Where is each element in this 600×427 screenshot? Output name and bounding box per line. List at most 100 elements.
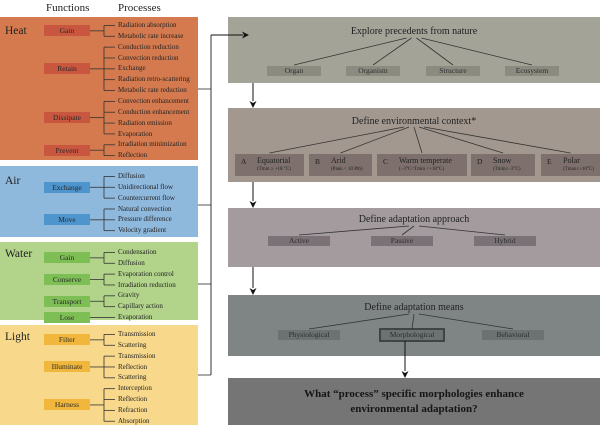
process-item: Absorption <box>118 416 150 425</box>
explore-precedents-panel: Explore precedents from nature Organ Orga… <box>228 17 600 83</box>
function-box-move: Move <box>44 214 90 226</box>
process-item: Velocity gradient <box>118 226 167 235</box>
function-box-transport: Transport <box>44 295 90 307</box>
question-line-1: What “process” specific morphologies enh… <box>304 388 524 400</box>
climate-zone-condition: (Tmin≤−3°C) <box>493 167 521 172</box>
process-item: Evaporation <box>118 129 153 138</box>
adaptation-means-panel: Define adaptation means Physiological Mor… <box>228 295 600 356</box>
function-box-conserve: Conserve <box>44 274 90 286</box>
climate-zone-letter: D <box>477 157 483 166</box>
climate-zone-condition: (Tmax≤+10°C) <box>563 167 594 172</box>
process-item: Convection reduction <box>118 53 179 62</box>
category-panel-light: Light <box>0 325 198 425</box>
process-item: Pressure difference <box>118 215 172 224</box>
process-item: Radiation absorption <box>118 21 177 29</box>
category-panel-water: Water <box>0 242 198 320</box>
category-panel-air: Air <box>0 166 198 237</box>
explore-option-structure: Structure <box>426 66 480 76</box>
climate-zone-warm-temperate: C Warm temperate (−3°C<Tmin <+18°C) <box>377 154 467 176</box>
process-item: Transmission <box>118 330 156 338</box>
climate-zone-letter: B <box>315 157 321 166</box>
functions-column-header: Functions <box>46 2 90 14</box>
explore-title: Explore precedents from nature <box>350 26 478 37</box>
function-box-retain: Retain <box>44 63 90 75</box>
process-item: Irradiation reduction <box>118 280 176 289</box>
processes-column-header: Processes <box>118 2 161 14</box>
process-item: Scattering <box>118 373 147 382</box>
process-item: Scattering <box>118 340 147 349</box>
process-item: Conduction enhancement <box>118 107 190 116</box>
climate-zone-snow: D Snow (Tmin≤−3°C) <box>471 154 535 176</box>
climate-zone-polar: E Polar (Tmax≤+10°C) <box>541 154 600 176</box>
category-panel-heat: Heat <box>0 17 198 160</box>
means-title: Define adaptation means <box>364 302 464 313</box>
process-item: Irradiation minimization <box>118 140 187 149</box>
process-item: Unidirectional flow <box>118 182 174 191</box>
category-label: Water <box>5 248 33 260</box>
process-item: Condensation <box>118 248 157 256</box>
process-item: Interception <box>118 384 152 393</box>
means-option-behavioral: Behavioral <box>482 330 544 340</box>
category-label: Light <box>5 331 30 343</box>
means-option-physiological: Physiological <box>278 330 340 340</box>
process-item: Reflection <box>118 151 148 160</box>
process-item: Countercurrent flow <box>118 193 175 202</box>
process-item: Natural convection <box>118 204 172 213</box>
explore-option-organism: Organism <box>346 66 400 76</box>
process-item: Radiation retro-scattering <box>118 75 190 84</box>
category-label: Air <box>5 175 21 187</box>
explore-option-ecosystem: Ecosystem <box>505 66 559 76</box>
function-box-lose: Lose <box>44 312 90 324</box>
process-item: Reflection <box>118 362 148 371</box>
arrow-down-icon <box>249 201 257 208</box>
process-item: Convection enhancement <box>118 96 189 105</box>
category-label: Heat <box>5 25 27 37</box>
climate-zone-condition: (Pann < 10 Pth) <box>331 167 363 172</box>
research-question-text: What “process” specific morphologies enh… <box>228 387 600 417</box>
climate-zone-name: Snow <box>493 156 512 165</box>
process-item: Transmission <box>118 351 156 360</box>
climate-zone-condition: (−3°C<Tmin <+18°C) <box>399 167 444 172</box>
process-item: Reflection <box>118 395 148 404</box>
climate-zone-name: Equatorial <box>257 156 291 165</box>
research-question-panel: What “process” specific morphologies enh… <box>228 378 600 425</box>
process-item: Capillary action <box>118 302 163 311</box>
arrow-down-icon <box>401 371 409 378</box>
process-item: Evaporation <box>118 313 153 322</box>
approach-option-passive: Passive <box>371 236 433 246</box>
climate-zone-letter: E <box>547 157 552 166</box>
arrow-down-icon <box>249 101 257 108</box>
process-item: Metabolic rate reduction <box>118 86 187 95</box>
climate-zone-name: Arid <box>331 156 346 165</box>
process-item: Refraction <box>118 405 148 414</box>
function-box-filter: Filter <box>44 334 90 346</box>
context-title: Define environmental context* <box>351 116 477 127</box>
adaptation-approach-panel: Define adaptation approach Active Passive… <box>228 208 600 267</box>
process-item: Diffusion <box>118 258 145 267</box>
explore-option-organ: Organ <box>267 66 321 76</box>
function-box-illuminate: Illuminate <box>44 361 90 373</box>
function-box-gain: Gain <box>44 252 90 264</box>
function-box-prevent: Prevent <box>44 144 90 156</box>
climate-zone-condition: (Tmin ≥ +18 °C) <box>257 167 291 172</box>
climate-zone-name: Warm temperate <box>399 156 452 165</box>
process-item: Exchange <box>118 64 146 73</box>
climate-zone-name: Polar <box>563 156 580 165</box>
process-item: Gravity <box>118 291 140 300</box>
climate-zone-arid: B Arid (Pann < 10 Pth) <box>309 154 372 176</box>
process-item: Diffusion <box>118 172 145 180</box>
function-box-gain: Gain <box>44 25 90 37</box>
approach-option-active: Active <box>268 236 330 246</box>
approach-option-hybrid: Hybrid <box>474 236 536 246</box>
arrow-down-icon <box>249 288 257 295</box>
process-item: Evaporation control <box>118 269 174 278</box>
approach-title: Define adaptation approach <box>358 214 470 225</box>
process-item: Radiation emission <box>118 118 172 127</box>
climate-zone-letter: C <box>383 157 389 166</box>
function-box-dissipate: Dissipate <box>44 112 90 124</box>
means-option-morphological-selected: Morphological <box>379 328 445 342</box>
function-box-harness: Harness <box>44 399 90 411</box>
process-item: Metabolic rate increase <box>118 31 184 40</box>
